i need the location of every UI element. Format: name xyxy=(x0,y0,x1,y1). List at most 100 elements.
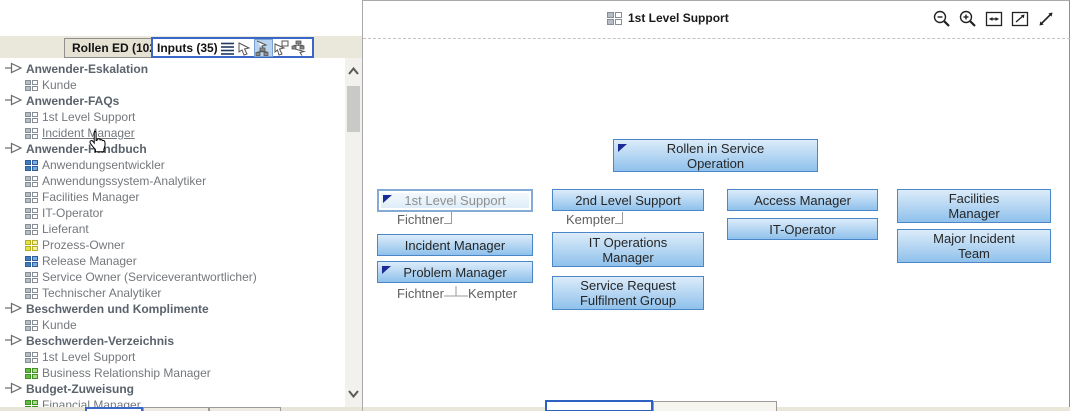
box-label: Service Request Fulfilment Group xyxy=(579,278,677,308)
tab-rollen-ed[interactable]: Rollen ED (102) xyxy=(64,38,169,58)
tree-item-IT-Operator[interactable]: IT-Operator xyxy=(0,205,345,221)
role-icon xyxy=(25,255,38,267)
role-box-incident-manager[interactable]: Incident Manager xyxy=(377,234,533,256)
org-chart-jump-icon[interactable] xyxy=(291,40,308,56)
navigator-panel: Rollen ED (102) Inputs (35) xyxy=(0,0,362,411)
fit-page-icon[interactable] xyxy=(1009,8,1031,30)
model-jump-icon[interactable] xyxy=(273,40,290,56)
role-icon xyxy=(25,159,38,171)
viewer-bottom-tab[interactable] xyxy=(653,401,777,411)
folder-arrow-icon xyxy=(5,382,23,397)
left-bottom-tab-1[interactable] xyxy=(85,407,143,411)
tab-inputs-label: Inputs (35) xyxy=(157,40,218,55)
fit-width-icon[interactable] xyxy=(983,8,1005,30)
tree-item-Service Owner (Serviceverantwortlicher)[interactable]: Service Owner (Serviceverantwortlicher) xyxy=(0,269,345,285)
role-box-it-operations-manager[interactable]: IT Operations Manager xyxy=(552,232,704,267)
role-box-facilities-manager[interactable]: Facilities Manager xyxy=(897,189,1051,223)
role-icon xyxy=(25,207,38,219)
tree-folder-Beschwerden und Komplimente[interactable]: Beschwerden und Komplimente xyxy=(0,301,345,317)
tree-folder-Anwender-Handbuch[interactable]: Anwender-Handbuch xyxy=(0,141,345,157)
occurrence-jump-icon[interactable] xyxy=(237,40,254,56)
folder-arrow-icon xyxy=(5,142,23,157)
tree-item-label: IT-Operator xyxy=(42,206,104,220)
scrollbar-thumb[interactable] xyxy=(347,86,360,132)
tree-item-label: 1st Level Support xyxy=(42,350,136,364)
box-label: 1st Level Support xyxy=(404,193,506,208)
role-box-problem-manager[interactable]: Problem Manager xyxy=(377,261,533,283)
zoom-in-icon[interactable] xyxy=(957,8,979,30)
box-label: IT Operations Manager xyxy=(588,234,668,265)
page-boundary-line xyxy=(363,38,1070,39)
tree-item-Prozess-Owner[interactable]: Prozess-Owner xyxy=(0,237,345,253)
tree-item-Financial Manager[interactable]: Financial Manager xyxy=(0,397,345,407)
box-label: Problem Manager xyxy=(403,264,507,280)
scroll-down-icon[interactable] xyxy=(345,383,362,404)
role-box-access-manager[interactable]: Access Manager xyxy=(727,189,878,211)
maximize-icon[interactable] xyxy=(1035,8,1057,30)
tree-folder-Budget-Zuweisung[interactable]: Budget-Zuweisung xyxy=(0,381,345,397)
tree-item-label: Kunde xyxy=(42,318,77,332)
tree-item-Incident Manager[interactable]: Incident Manager xyxy=(0,125,345,141)
tree-item-label: Anwendungsentwickler xyxy=(42,158,165,172)
scroll-up-icon[interactable] xyxy=(345,60,362,81)
folder-arrow-icon xyxy=(5,94,23,109)
role-box-it-operator[interactable]: IT-Operator xyxy=(727,218,878,240)
person-annotation: Kempter xyxy=(566,212,624,227)
assignments-tree-icon[interactable] xyxy=(253,38,273,57)
box-label: Rollen in Service Operation xyxy=(666,140,765,171)
box-label: Incident Manager xyxy=(404,237,506,253)
tree-item-label: Anwendungssystem-Analytiker xyxy=(42,174,207,188)
role-box-service-request-fulfilment-group[interactable]: Service Request Fulfilment Group xyxy=(552,276,704,310)
role-icon xyxy=(25,239,38,251)
tree-folder-Anwender-Eskalation[interactable]: Anwender-Eskalation xyxy=(0,61,345,77)
connector-line xyxy=(615,212,624,224)
role-icon xyxy=(25,399,38,407)
connector-line xyxy=(443,286,468,297)
box-label: Major Incident Team xyxy=(933,231,1015,261)
tree-item-1st Level Support[interactable]: 1st Level Support xyxy=(0,349,345,365)
box-label: Facilities Manager xyxy=(948,191,1000,221)
tree-item-label: Release Manager xyxy=(42,254,137,268)
tree-item-Anwendungssystem-Analytiker[interactable]: Anwendungssystem-Analytiker xyxy=(0,173,345,189)
tree-item-label: Business Relationship Manager xyxy=(42,366,211,380)
folder-arrow-icon xyxy=(5,334,23,349)
role-icon xyxy=(25,351,38,363)
tree-folder-Beschwerden-Verzeichnis[interactable]: Beschwerden-Verzeichnis xyxy=(0,333,345,349)
role-icon xyxy=(25,191,38,203)
tree-item-Release Manager[interactable]: Release Manager xyxy=(0,253,345,269)
left-bottom-tab-3[interactable] xyxy=(209,407,281,411)
left-bottom-tab-2[interactable] xyxy=(143,407,209,411)
tree-item-Facilities Manager[interactable]: Facilities Manager xyxy=(0,189,345,205)
tree-scrollbar[interactable] xyxy=(345,58,362,407)
tree-item-Anwendungsentwickler[interactable]: Anwendungsentwickler xyxy=(0,157,345,173)
tree-item-label: Kunde xyxy=(42,78,77,92)
tree-item-1st Level Support[interactable]: 1st Level Support xyxy=(0,109,345,125)
box-label: IT-Operator xyxy=(769,221,836,237)
tree-item-Technischer Analytiker[interactable]: Technischer Analytiker xyxy=(0,285,345,301)
tree-item-label: Anwender-FAQs xyxy=(26,94,120,108)
folder-arrow-icon xyxy=(5,302,23,317)
person-annotation: Fichtner xyxy=(397,212,452,227)
viewer-header: 1st Level Support xyxy=(607,11,729,25)
role-box-major-incident-team[interactable]: Major Incident Team xyxy=(897,229,1051,263)
role-icon xyxy=(607,11,622,25)
tree-item-Kunde[interactable]: Kunde xyxy=(0,317,345,333)
role-box-2nd-level-support[interactable]: 2nd Level Support xyxy=(552,189,704,211)
viewer-toolbar xyxy=(931,8,1057,30)
role-box-rollen-in-service-operation[interactable]: Rollen in Service Operation xyxy=(613,139,818,172)
tree-item-Business Relationship Manager[interactable]: Business Relationship Manager xyxy=(0,365,345,381)
role-box-1st-level-support[interactable]: 1st Level Support xyxy=(377,189,533,212)
tree-item-Kunde[interactable]: Kunde xyxy=(0,77,345,93)
model-title: 1st Level Support xyxy=(628,11,729,25)
tree-item-label: Service Owner (Serviceverantwortlicher) xyxy=(42,270,257,284)
viewer-bottom-tab-active[interactable] xyxy=(545,400,653,411)
tree-folder-Anwender-FAQs[interactable]: Anwender-FAQs xyxy=(0,93,345,109)
tab-inputs[interactable]: Inputs (35) xyxy=(151,37,314,58)
role-icon xyxy=(25,223,38,235)
tree-item-label: Technischer Analytiker xyxy=(42,286,162,300)
list-icon[interactable] xyxy=(219,40,236,56)
tree-item-Lieferant[interactable]: Lieferant xyxy=(0,221,345,237)
tree-item-label: Facilities Manager xyxy=(42,190,140,204)
zoom-out-icon[interactable] xyxy=(931,8,953,30)
